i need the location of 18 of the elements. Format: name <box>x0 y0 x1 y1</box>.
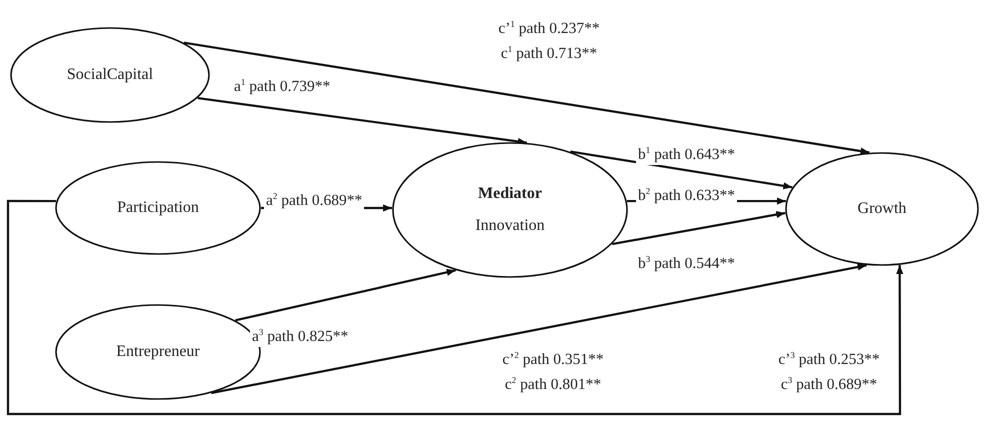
node-label: Growth <box>858 200 906 218</box>
arrow <box>198 96 527 146</box>
node-label: SocialCapital <box>66 66 154 84</box>
ellipse-node <box>10 27 210 123</box>
node-heading: Mediator <box>478 185 542 203</box>
node-label: Participation <box>117 199 199 217</box>
arrow <box>211 263 867 394</box>
ellipse-node <box>55 304 261 400</box>
arrow <box>570 150 792 190</box>
arrow <box>235 268 456 322</box>
node-label: Innovation <box>475 217 545 235</box>
ellipse-node <box>785 152 979 266</box>
arrow <box>184 42 870 155</box>
ellipse-node <box>55 161 261 255</box>
ellipse-node <box>392 142 628 278</box>
arrow <box>6 200 904 416</box>
node-label: Entrepreneur <box>116 343 200 361</box>
arrow <box>612 211 786 246</box>
